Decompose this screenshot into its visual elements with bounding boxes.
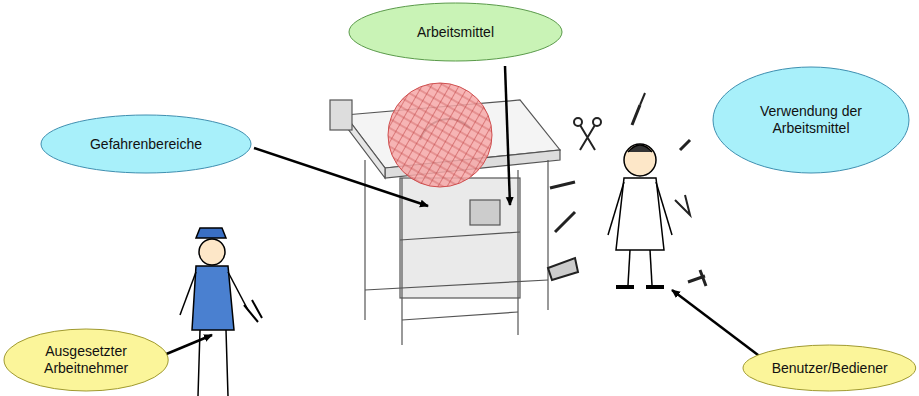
ellipse-node: Gefahrenbereiche	[40, 114, 252, 174]
leader-arrows	[152, 66, 762, 360]
node-label: Ausgesetzter Arbeitnehmer	[31, 343, 141, 377]
node-label: Verwendung der Arbeitsmittel	[751, 103, 871, 137]
tool-icons	[548, 93, 706, 286]
worker-figure	[180, 228, 262, 396]
node-label: Arbeitsmittel	[417, 24, 494, 41]
node-label: Gefahrenbereiche	[90, 136, 202, 153]
danger-zone	[388, 83, 492, 187]
ellipse-node: Arbeitsmittel	[348, 2, 563, 62]
danger-hatch	[388, 83, 492, 187]
user-figure	[608, 144, 672, 287]
ellipse-node: Verwendung der Arbeitsmittel	[712, 66, 910, 174]
ellipse-node: Benutzer/Bediener	[742, 344, 917, 392]
node-label: Benutzer/Bediener	[772, 360, 888, 377]
ellipse-node: Ausgesetzter Arbeitnehmer	[3, 328, 169, 392]
